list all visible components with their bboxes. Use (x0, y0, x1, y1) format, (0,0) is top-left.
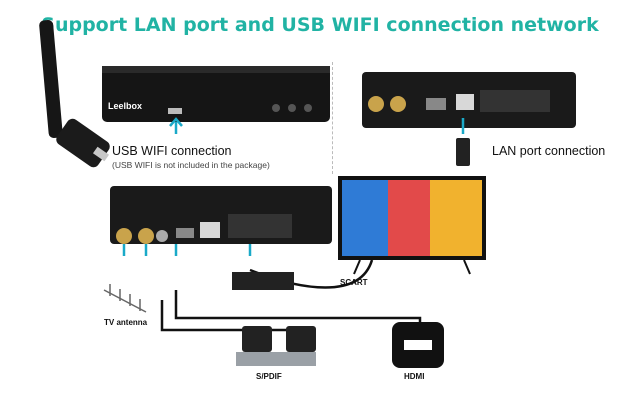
usb-note-label: (USB WIFI is not included in the package… (112, 160, 270, 170)
lan-label: LAN port connection (492, 144, 606, 158)
usb-wifi-label: USB WIFI connection (112, 144, 232, 158)
tv-antenna-label: TV antenna (104, 318, 148, 327)
receiver-back-lan (362, 72, 576, 166)
banner-title: Support LAN port and USB WIFI connection… (41, 14, 599, 36)
receiver-front (102, 66, 330, 134)
scart-plug (232, 272, 294, 290)
hdmi-label: HDMI (404, 372, 425, 381)
television (338, 176, 486, 275)
brand-logo: Leelbox (108, 101, 143, 111)
spdif-audio-system (236, 326, 316, 366)
scart-label: SCART (340, 278, 368, 287)
spdif-label: S/PDIF (256, 372, 282, 381)
section-divider (332, 62, 333, 174)
tv-antenna (103, 284, 147, 313)
receiver-back-main (110, 186, 332, 256)
usb-wifi-dongle (39, 20, 110, 168)
hdmi-port-icon (392, 322, 444, 368)
